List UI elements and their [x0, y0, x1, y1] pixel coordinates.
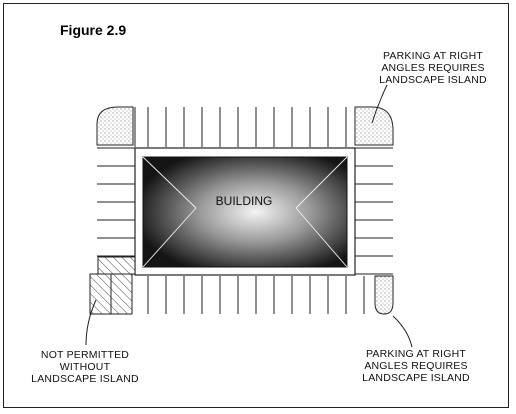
parking-stalls-bottom	[147, 276, 365, 314]
annotation-bottom-left-line: NOT PERMITTED	[40, 349, 130, 361]
roof-hip-line	[295, 156, 348, 209]
building-label: BUILDING	[216, 194, 273, 208]
hatched-area-upper	[97, 256, 136, 275]
landscape-island-top-right	[354, 106, 394, 146]
annotation-bottom-left-line: LANDSCAPE ISLAND	[31, 373, 139, 385]
annotation-bottom-right-line: LANDSCAPE ISLAND	[362, 372, 470, 384]
annotation-bottom-left-line: WITHOUT	[59, 361, 111, 373]
leader-lines	[85, 84, 413, 348]
leader-line-top-right	[371, 84, 388, 124]
annotation-bottom-right: PARKING AT RIGHT ANGLES REQUIRES LANDSCA…	[350, 348, 482, 384]
annotation-top-right-line: PARKING AT RIGHT	[382, 50, 484, 62]
leader-line-bottom-right	[392, 315, 413, 348]
roof-hip-line	[142, 156, 197, 209]
annotation-top-right: PARKING AT RIGHT ANGLES REQUIRES LANDSCA…	[368, 50, 498, 86]
annotation-bottom-right-line: PARKING AT RIGHT	[365, 348, 467, 360]
roof-hip-line	[142, 207, 197, 268]
parking-stalls-right	[355, 147, 393, 275]
parking-stalls-top	[134, 107, 347, 147]
roof-ridge-lines	[142, 156, 348, 268]
figure-title: Figure 2.9	[60, 22, 127, 38]
parking-stalls-left	[97, 147, 135, 257]
annotation-bottom-right-line: ANGLES REQUIRES	[364, 360, 468, 372]
annotation-top-right-line: ANGLES REQUIRES	[381, 62, 485, 74]
not-permitted-area	[89, 256, 136, 315]
leader-line-bottom-left	[85, 299, 97, 346]
landscape-island-bottom-right	[374, 275, 394, 315]
landscape-island-top-left	[96, 106, 134, 146]
annotation-bottom-left: NOT PERMITTED WITHOUT LANDSCAPE ISLAND	[25, 349, 145, 385]
building-roof	[142, 156, 348, 268]
roof-hip-line	[295, 207, 348, 268]
annotation-top-right-line: LANDSCAPE ISLAND	[379, 74, 487, 86]
